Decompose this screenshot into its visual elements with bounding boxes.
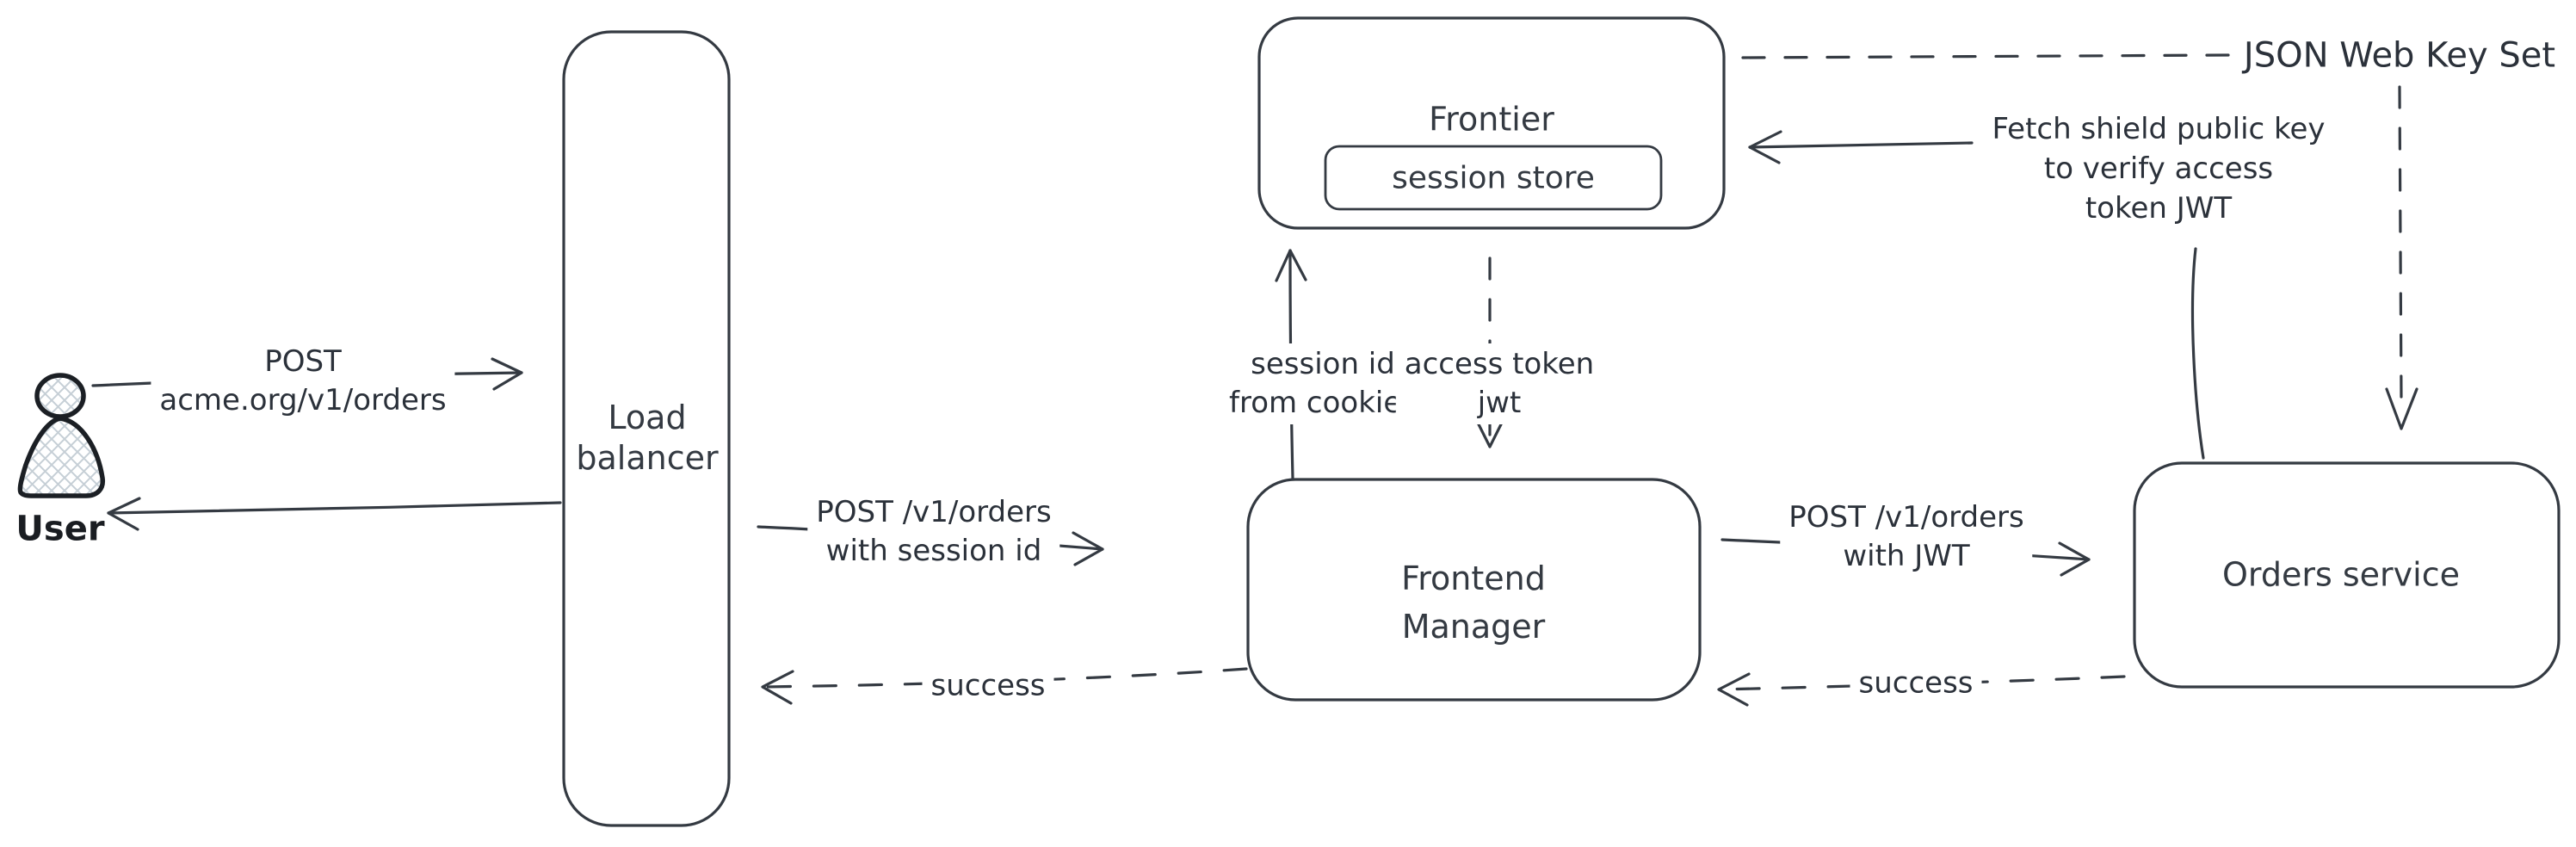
edge-label-session-id-from-cookies: session id from cookies xyxy=(1220,343,1425,424)
user-icon xyxy=(17,373,106,498)
session-store-label: session store xyxy=(1392,160,1595,196)
edge-label-success-left: success xyxy=(922,665,1054,708)
edge-label-access-token-jwt: access token jwt xyxy=(1395,343,1603,424)
frontend-manager-box xyxy=(1246,478,1702,702)
edge-label-success-right: success xyxy=(1850,662,1982,705)
line-frontier-to-jwks-dashed xyxy=(1741,53,2232,59)
frontier-label: Frontier xyxy=(1429,100,1554,139)
json-web-key-set-label: JSON Web Key Set xyxy=(2234,34,2565,77)
user-label: User xyxy=(15,509,105,549)
frontend-manager-label: Frontend Manager xyxy=(1401,560,1546,646)
edge-label-post-orders: POST acme.org/v1/orders xyxy=(151,341,455,422)
arrow-jwks-to-orders-dashed xyxy=(2385,85,2418,430)
edge-label-fetch-public-key: Fetch shield public key to verify access… xyxy=(1983,108,2334,230)
load-balancer-label: Load balancer xyxy=(576,399,719,477)
load-balancer-box xyxy=(562,30,731,827)
session-store-box xyxy=(1324,145,1663,211)
edge-label-post-with-jwt: POST /v1/orders with JWT xyxy=(1780,497,2033,578)
orders-service-box xyxy=(2133,461,2561,689)
arrow-lb-to-user xyxy=(107,497,562,531)
edge-label-post-with-session-id: POST /v1/orders with session id xyxy=(807,492,1060,572)
arrow-orders-to-frontier xyxy=(1748,130,2205,460)
orders-service-label: Orders service xyxy=(2222,555,2460,594)
